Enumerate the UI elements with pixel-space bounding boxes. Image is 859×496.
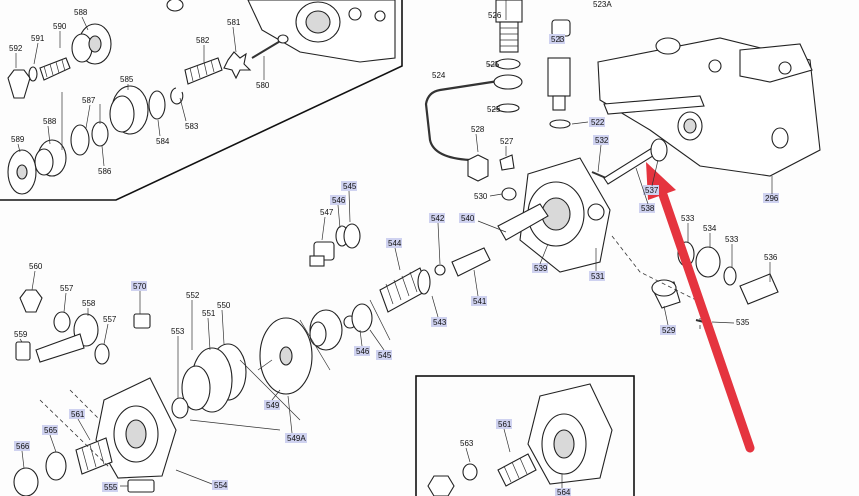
label-561: 561 — [71, 410, 85, 419]
label-587: 587 — [82, 96, 96, 105]
label-560: 560 — [29, 262, 43, 271]
label-582: 582 — [196, 36, 210, 45]
label-533-right: 533 — [725, 235, 739, 244]
inset-parts-top-left — [7, 0, 396, 195]
label-585: 585 — [120, 75, 134, 84]
label-558: 558 — [82, 299, 96, 308]
label-570: 570 — [133, 282, 147, 291]
label-563: 563 — [460, 439, 474, 448]
label-586: 586 — [98, 167, 112, 176]
label-589: 589 — [11, 135, 25, 144]
label-550: 550 — [217, 301, 231, 310]
label-549a: 549A — [287, 434, 306, 443]
label-588-lower: 588 — [43, 117, 57, 126]
label-544: 544 — [388, 239, 402, 248]
label-530: 530 — [474, 192, 488, 201]
label-522: 522 — [591, 118, 605, 127]
label-531: 531 — [591, 272, 605, 281]
label-545-lower: 545 — [378, 351, 392, 360]
label-559: 559 — [14, 330, 28, 339]
label-539: 539 — [534, 264, 548, 273]
label-537: 537 — [645, 186, 659, 195]
label-leaders — [15, 0, 773, 488]
label-527: 527 — [500, 137, 514, 146]
label-546-lower: 546 — [356, 347, 370, 356]
label-583: 583 — [185, 122, 199, 131]
label-526: 526 — [488, 11, 502, 20]
label-552: 552 — [186, 291, 200, 300]
label-523a: 523A — [593, 0, 612, 9]
label-542: 542 — [431, 214, 445, 223]
middle-assembly — [171, 223, 491, 431]
label-523: 523 — [551, 35, 565, 44]
label-528: 528 — [471, 125, 485, 134]
label-557-right: 557 — [103, 315, 117, 324]
upper-right-assembly — [424, 0, 821, 330]
label-535: 535 — [736, 318, 750, 327]
label-529: 529 — [662, 326, 676, 335]
label-549: 549 — [266, 401, 280, 410]
label-564: 564 — [557, 488, 571, 496]
label-592: 592 — [9, 44, 23, 53]
label-296: 296 — [765, 194, 779, 203]
label-581: 581 — [227, 18, 241, 27]
lower-left-assembly — [13, 289, 177, 496]
label-551: 551 — [202, 309, 216, 318]
label-547: 547 — [320, 208, 334, 217]
label-555: 555 — [104, 483, 118, 492]
label-533: 533 — [681, 214, 695, 223]
label-543: 543 — [433, 318, 447, 327]
label-524: 524 — [432, 71, 446, 80]
label-532: 532 — [595, 136, 609, 145]
label-561-inset: 561 — [498, 420, 512, 429]
label-536: 536 — [764, 253, 778, 262]
label-590: 590 — [53, 22, 67, 31]
label-557: 557 — [60, 284, 74, 293]
label-553: 553 — [171, 327, 185, 336]
label-546: 546 — [332, 196, 346, 205]
label-580: 580 — [256, 81, 270, 90]
label-554: 554 — [214, 481, 228, 490]
label-588: 588 — [74, 8, 88, 17]
inset-frame-top-left — [0, 0, 403, 201]
label-566: 566 — [16, 442, 30, 451]
inset-frame-bottom-right — [415, 375, 635, 496]
label-545: 545 — [343, 182, 357, 191]
label-591: 591 — [31, 34, 45, 43]
label-584: 584 — [156, 137, 170, 146]
label-565: 565 — [44, 426, 58, 435]
label-538: 538 — [641, 204, 655, 213]
label-540: 540 — [461, 214, 475, 223]
label-541: 541 — [473, 297, 487, 306]
label-525-upper: 525 — [486, 60, 500, 69]
label-534: 534 — [703, 224, 717, 233]
